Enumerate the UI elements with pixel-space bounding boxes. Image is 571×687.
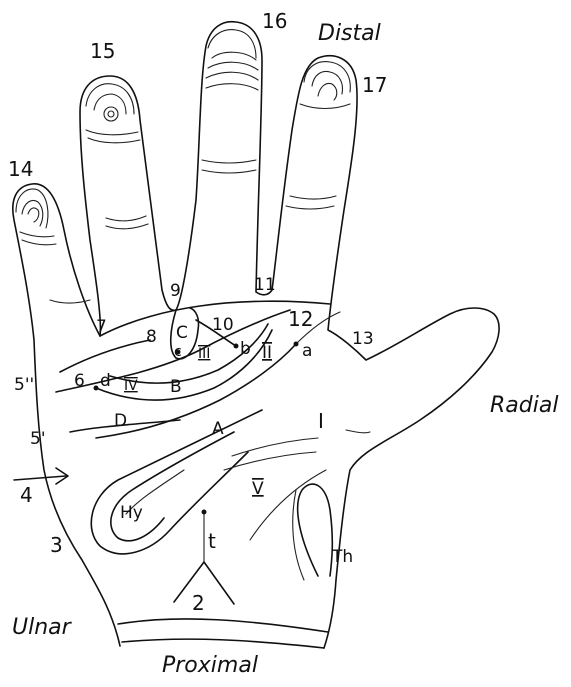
fingerprint-16 [206, 30, 258, 90]
label-ulnar: Ulnar [12, 615, 73, 640]
label-radial: Radial [490, 393, 558, 418]
wrist-crease-1 [118, 619, 328, 632]
label-10: 10 [212, 315, 234, 335]
thenar-loop [298, 484, 333, 576]
triradius-b-dot [234, 344, 239, 349]
label-finger-14: 14 [8, 157, 33, 181]
label-proximal: Proximal [162, 653, 258, 678]
fingerprint-15 [86, 84, 140, 143]
label-5p: 5' [30, 429, 46, 449]
label-finger-16: 16 [262, 9, 287, 33]
triradius-a-dot [294, 342, 299, 347]
finger-crease [286, 206, 334, 209]
label-4: 4 [20, 483, 33, 507]
arrow-4 [14, 476, 66, 480]
label-finger-17: 17 [362, 73, 387, 97]
finger-crease [290, 196, 336, 199]
label-11: 11 [254, 275, 276, 295]
finger-crease [106, 224, 148, 229]
label-12: 12 [288, 307, 313, 331]
finger-crease [202, 160, 256, 163]
label-2: 2 [192, 591, 205, 615]
label-pattern-D: D [114, 411, 127, 431]
label-7: 7 [96, 317, 107, 337]
triradius-d-dot [94, 386, 99, 391]
finger-crease [202, 170, 256, 173]
label-thenar: Th [331, 547, 353, 567]
label-3: 3 [50, 533, 63, 557]
label-pattern-V: V [252, 479, 264, 499]
hypothenar-loop-outer [91, 410, 262, 554]
label-pattern-IV: IV [124, 378, 138, 394]
wrist-crease-2 [122, 639, 324, 648]
label-5pp: 5'' [14, 375, 34, 395]
hand-outline [13, 22, 499, 648]
label-pattern-B: B [170, 377, 182, 397]
finger-crease [106, 216, 146, 221]
fingerprint-14 [16, 189, 56, 245]
label-8: 8 [146, 327, 157, 347]
label-pattern-C: C [176, 323, 188, 343]
label-finger-15: 15 [90, 39, 115, 63]
thumb-inner-crease [346, 430, 370, 433]
label-distal: Distal [318, 21, 381, 46]
label-triradius-c: c [174, 344, 182, 360]
label-triradius-b: b [240, 339, 251, 359]
label-6: 6 [74, 371, 85, 391]
label-pattern-I: I [318, 409, 324, 433]
hypothenar-loop-inner [111, 432, 234, 541]
triradius-t-dot [202, 510, 207, 515]
label-triradius-t: t [208, 529, 216, 553]
label-triradius-a: a [302, 341, 312, 361]
label-hypothenar: Hy [120, 503, 143, 523]
label-triradius-d: d [100, 371, 111, 391]
label-13: 13 [352, 329, 374, 349]
label-pattern-III: III [198, 346, 210, 362]
label-pattern-A: A [212, 419, 224, 439]
label-9: 9 [170, 281, 181, 301]
label-pattern-II: II [262, 343, 272, 363]
interdigital-line [60, 340, 150, 372]
